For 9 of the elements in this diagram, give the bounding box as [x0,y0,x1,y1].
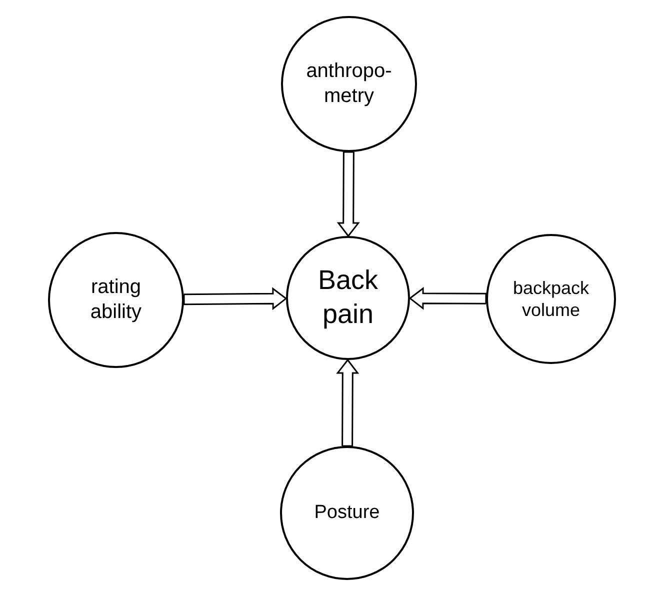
node-label: rating ability [89,275,143,325]
hollow-arrow [408,286,487,310]
hollow-arrow [183,287,288,310]
node-label: anthropo- metry [305,59,393,109]
hollow-arrow [336,151,360,238]
node-label: backpack volume [512,276,590,322]
node-label: Posture [313,501,381,525]
node-label: Back pain [316,264,380,331]
hollow-arrow [336,358,360,447]
